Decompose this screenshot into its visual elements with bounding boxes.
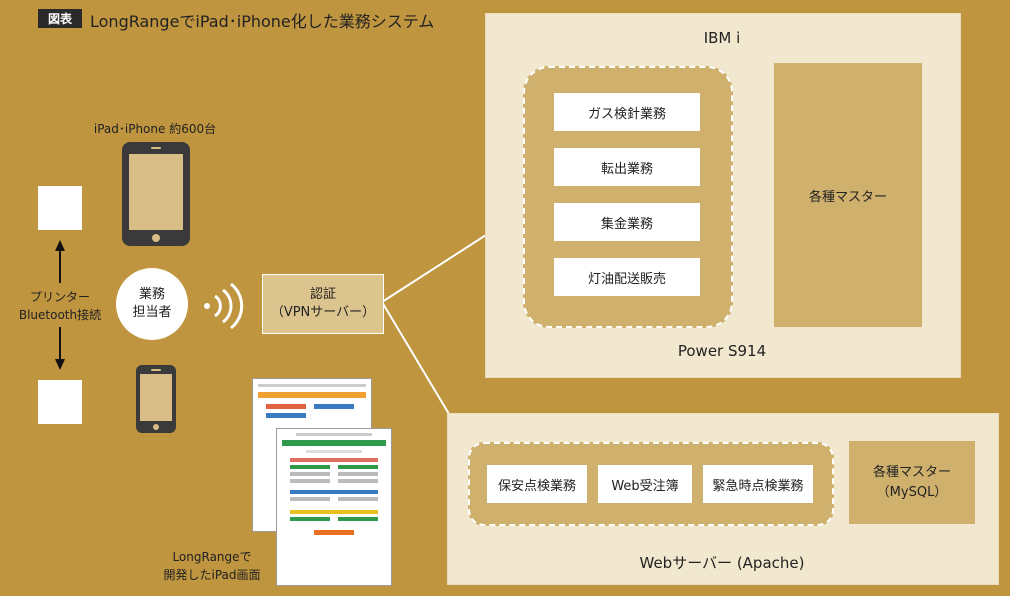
device-count-label: iPad･iPhone 約600台 bbox=[93, 122, 217, 136]
screen-caption-line-1: LongRangeで bbox=[172, 550, 252, 564]
ipad-icon bbox=[122, 142, 190, 246]
web-master-line-1: 各種マスター bbox=[872, 464, 951, 480]
line-auth-to-web bbox=[381, 301, 450, 415]
web-master-box: 各種マスター （MySQL） bbox=[849, 441, 975, 524]
figure-title: LongRangeでiPad･iPhone化した業務システム bbox=[90, 12, 435, 31]
iphone-icon bbox=[136, 365, 176, 433]
wireless-icon bbox=[204, 282, 244, 330]
screen-caption: LongRangeで 開発したiPad画面 bbox=[148, 548, 276, 584]
auth-line-2: （VPNサーバー） bbox=[270, 305, 376, 320]
printer-label-line-1: プリンター bbox=[29, 290, 90, 304]
printer-label-line-2: Bluetooth接続 bbox=[18, 308, 102, 322]
figure-tag: 図表 bbox=[38, 9, 82, 28]
ibm-i-title: IBM i bbox=[703, 29, 741, 47]
printer-top bbox=[38, 186, 82, 230]
staff-circle: 業務 担当者 bbox=[116, 268, 188, 340]
ibm-footer: Power S914 bbox=[677, 342, 767, 360]
screen-caption-line-2: 開発したiPad画面 bbox=[163, 568, 261, 582]
arrow-up-head bbox=[55, 240, 65, 251]
auth-line-1: 認証 bbox=[309, 287, 336, 302]
app-collection: 集金業務 bbox=[554, 203, 700, 241]
app-kerosene: 灯油配送販売 bbox=[554, 258, 700, 296]
web-master-line-2: （MySQL） bbox=[876, 484, 948, 500]
arrow-down-head bbox=[55, 359, 65, 370]
vpn-auth-box: 認証 （VPNサーバー） bbox=[262, 274, 384, 334]
ipad-screen-front bbox=[276, 428, 392, 586]
staff-line-1: 業務 bbox=[138, 287, 165, 302]
app-safety-check: 保安点検業務 bbox=[487, 465, 587, 503]
ibm-master-box: 各種マスター bbox=[774, 63, 922, 327]
app-emergency-check: 緊急時点検業務 bbox=[703, 465, 813, 503]
staff-line-2: 担当者 bbox=[132, 305, 172, 320]
line-auth-to-ibm bbox=[381, 234, 487, 303]
printer-bottom bbox=[38, 380, 82, 424]
web-footer: Webサーバー (Apache) bbox=[639, 554, 805, 572]
app-web-orders: Web受注簿 bbox=[598, 465, 692, 503]
app-move-out: 転出業務 bbox=[554, 148, 700, 186]
printer-label: プリンター Bluetooth接続 bbox=[10, 288, 110, 324]
app-gas-meter: ガス検針業務 bbox=[554, 93, 700, 131]
